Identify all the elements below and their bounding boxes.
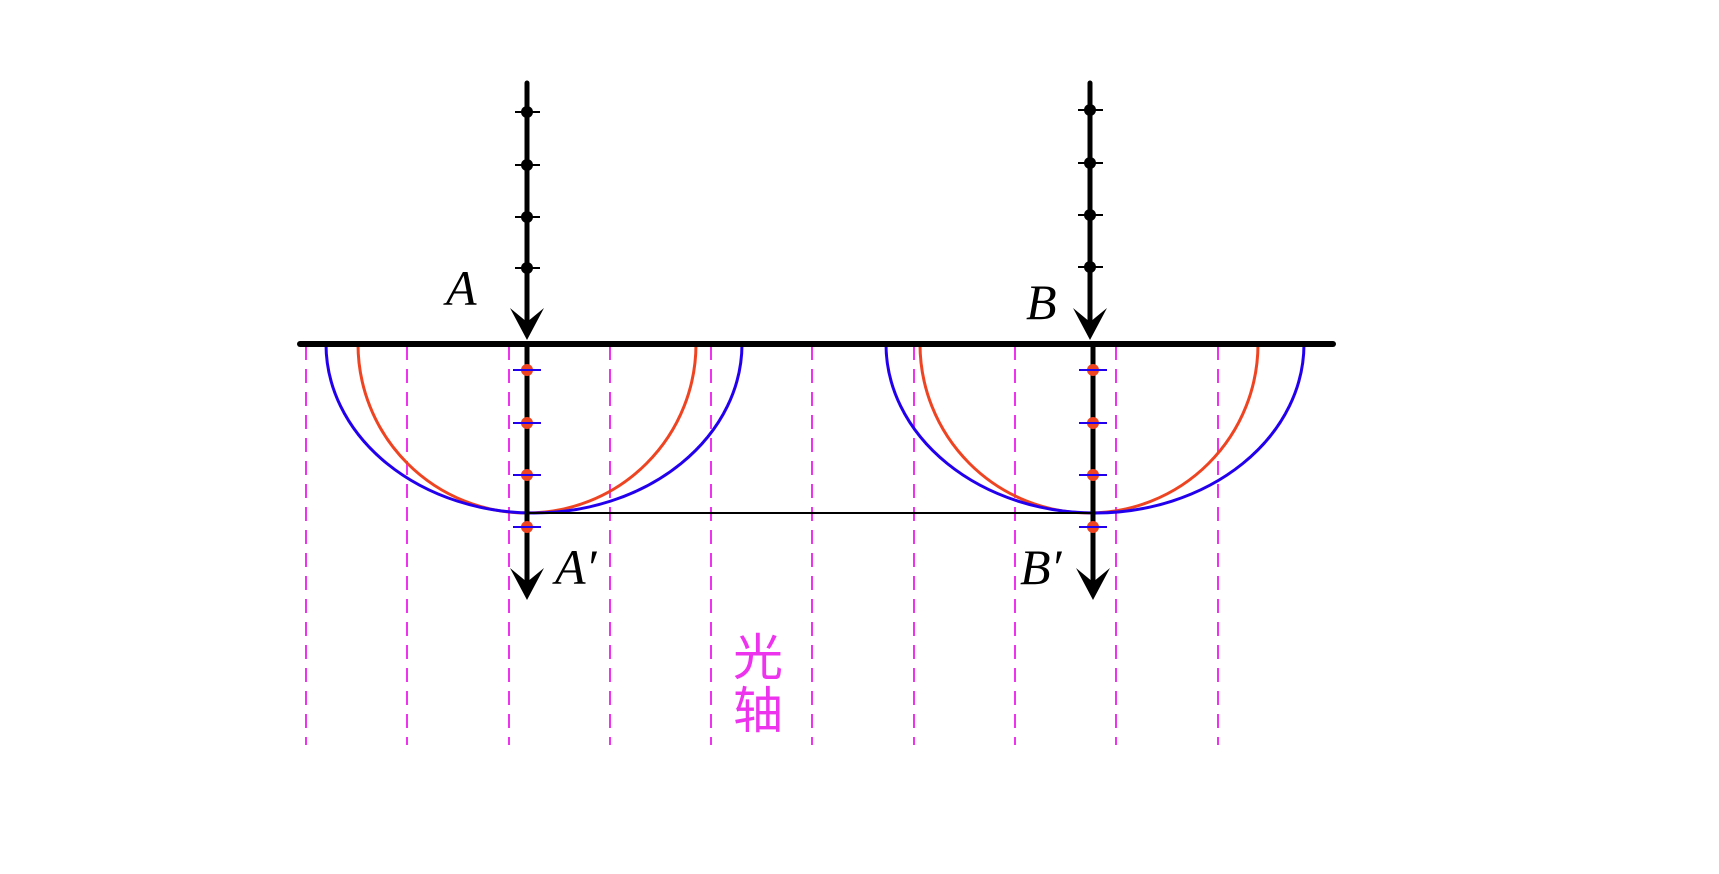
ray-a-polarization-dot [521, 159, 533, 171]
label-b: B [1026, 274, 1057, 330]
label-b-prime: B′ [1020, 539, 1063, 595]
ray-b-refracted-arrowhead-icon [1076, 568, 1110, 600]
ray-a-polarization-dot [521, 106, 533, 118]
ray-a-refracted-arrowhead-icon [510, 568, 544, 600]
optic-axis-label-1: 光 [733, 629, 783, 687]
ray-b-polarization-dot [1084, 157, 1096, 169]
ray-a-polarization-dot [521, 211, 533, 223]
ray-a-polarization-dot [521, 262, 533, 274]
optic-axis-label-2: 轴 [733, 682, 783, 740]
ray-b-polarization-dot [1084, 261, 1096, 273]
ray-b-arrowhead-icon [1073, 308, 1107, 340]
ray-a-arrowhead-icon [510, 308, 544, 340]
rays [510, 80, 1110, 600]
ray-b-polarization-dot [1084, 104, 1096, 116]
label-a: A [443, 260, 477, 316]
label-a-prime: A′ [552, 539, 598, 595]
optic-axis-lines [305, 346, 1219, 745]
ray-b-polarization-dot [1084, 209, 1096, 221]
